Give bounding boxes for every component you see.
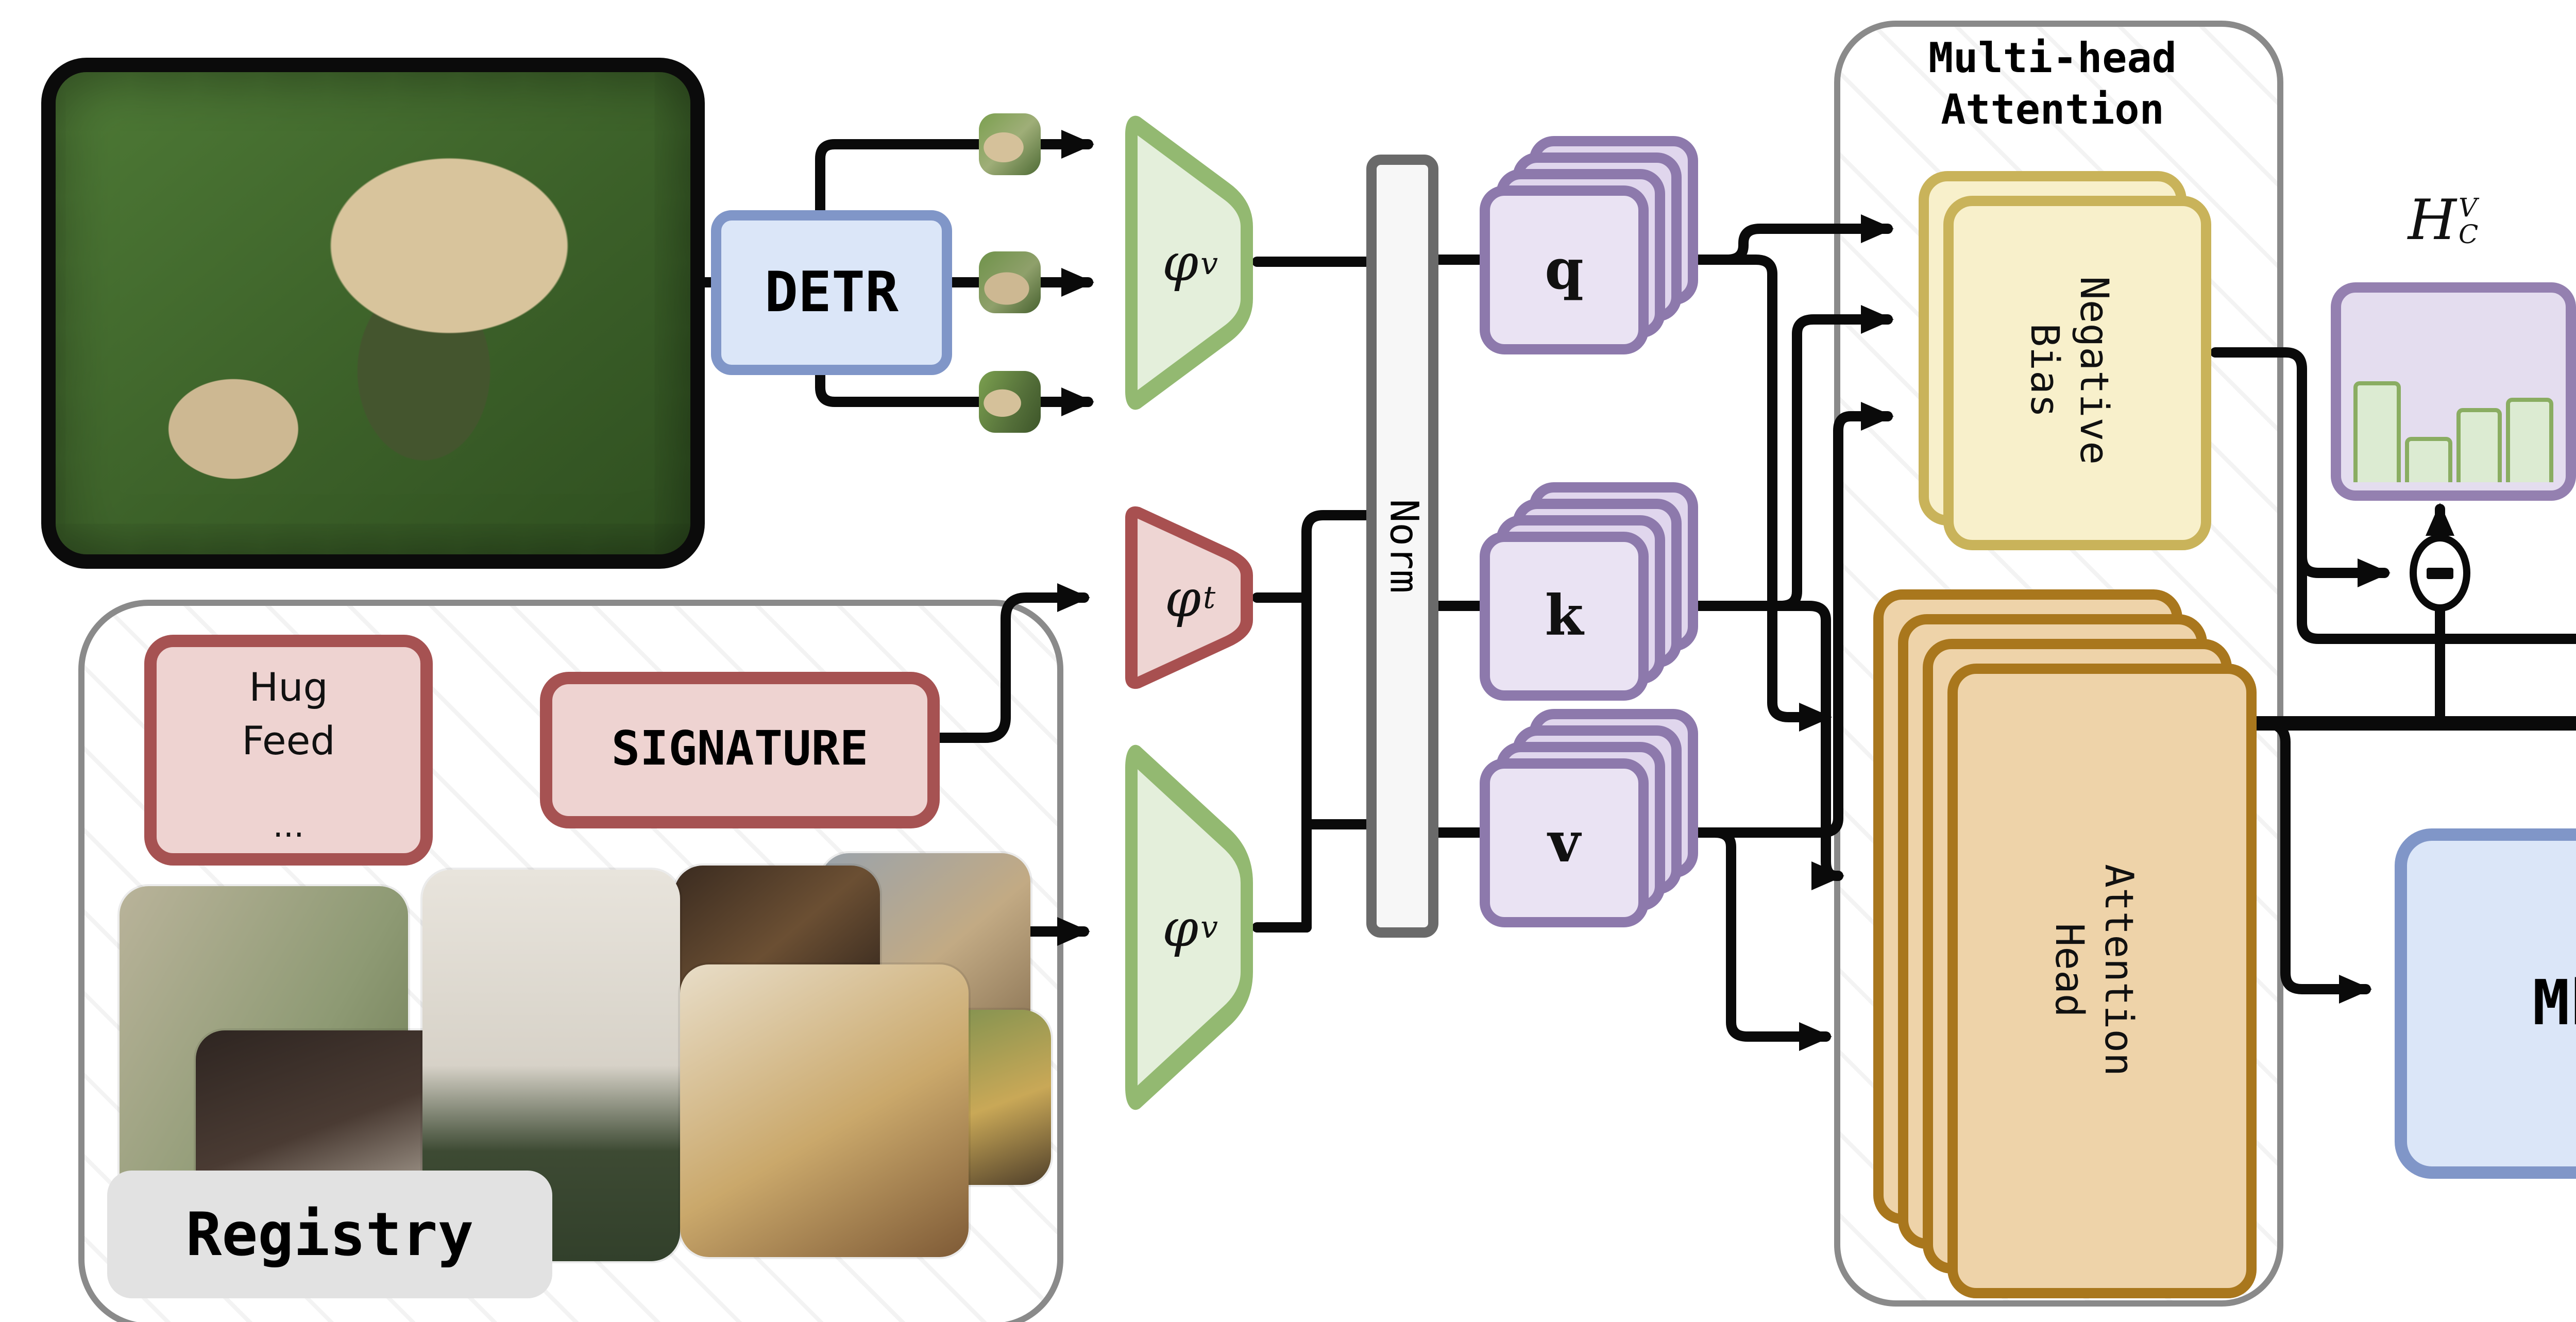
mha-title-line2: Attention — [1941, 84, 2164, 134]
action-feed: Feed — [242, 718, 335, 764]
attention-head-card — [1947, 664, 2257, 1298]
phi-t-funnel — [1125, 506, 1253, 689]
signature-box: SIGNATURE — [540, 672, 940, 828]
norm-bar: Norm — [1366, 155, 1438, 938]
q-label: q — [1545, 238, 1584, 302]
mha-title-line1: Multi-head — [1928, 33, 2177, 82]
detr-box: DETR — [711, 210, 952, 375]
h-base: H — [2408, 190, 2456, 253]
registry-photo-dining-room-image — [680, 964, 969, 1257]
minus-node-1 — [2410, 534, 2470, 612]
negative-bias-line1: Negative — [2071, 276, 2116, 465]
attention-head-label: Attention Head — [2043, 764, 2141, 1176]
k-card: k — [1480, 532, 1649, 701]
phi-v-bottom-funnel — [1125, 744, 1253, 1110]
detection-patch-3-image — [979, 371, 1041, 433]
q-card: q — [1480, 185, 1649, 354]
v-card: v — [1480, 758, 1649, 927]
attention-head-line1: Attention — [2095, 864, 2141, 1076]
attention-head-line2: Head — [2046, 923, 2092, 1018]
mha-title: Multi-head Attention — [1834, 33, 2271, 136]
detection-patch-2-image — [979, 251, 1041, 313]
histogram-bar — [2506, 398, 2553, 482]
action-hug: Hug — [249, 666, 328, 711]
detection-patch-1-image — [979, 113, 1041, 175]
phi-symbol: φ — [1162, 233, 1199, 293]
norm-label: Norm — [1380, 499, 1426, 594]
histogram-bar — [2455, 409, 2502, 482]
negative-bias-card — [1943, 196, 2211, 550]
v-label: v — [1548, 811, 1581, 875]
k-label: k — [1545, 584, 1584, 648]
phi-symbol: φ — [1164, 568, 1201, 628]
action-list-box: Hug Feed ... — [144, 635, 433, 866]
h-sub: C — [2458, 218, 2479, 250]
mhom-box: MhOM — [2395, 828, 2576, 1179]
registry-label-text: Registry — [185, 1199, 474, 1269]
phi-symbol: φ — [1162, 897, 1199, 957]
phi-sup: v — [1200, 909, 1218, 946]
histogram-hcv — [2331, 282, 2576, 501]
action-ellipsis: ... — [273, 806, 304, 846]
histogram-bar — [2353, 381, 2400, 482]
detr-label: DETR — [764, 261, 899, 325]
mhom-label: MhOM — [2532, 968, 2576, 1040]
phi-sup: t — [1202, 579, 1216, 616]
histogram-bar — [2404, 436, 2451, 482]
negative-bias-label: Negative Bias — [2018, 164, 2116, 577]
h-sup: V — [2458, 192, 2478, 223]
phi-sup: v — [1200, 244, 1218, 281]
registry-label: Registry — [107, 1171, 552, 1298]
signature-label: SIGNATURE — [611, 723, 869, 777]
phi-v-top-funnel — [1125, 115, 1253, 410]
input-image — [41, 58, 705, 569]
negative-bias-line2: Bias — [2022, 323, 2067, 418]
